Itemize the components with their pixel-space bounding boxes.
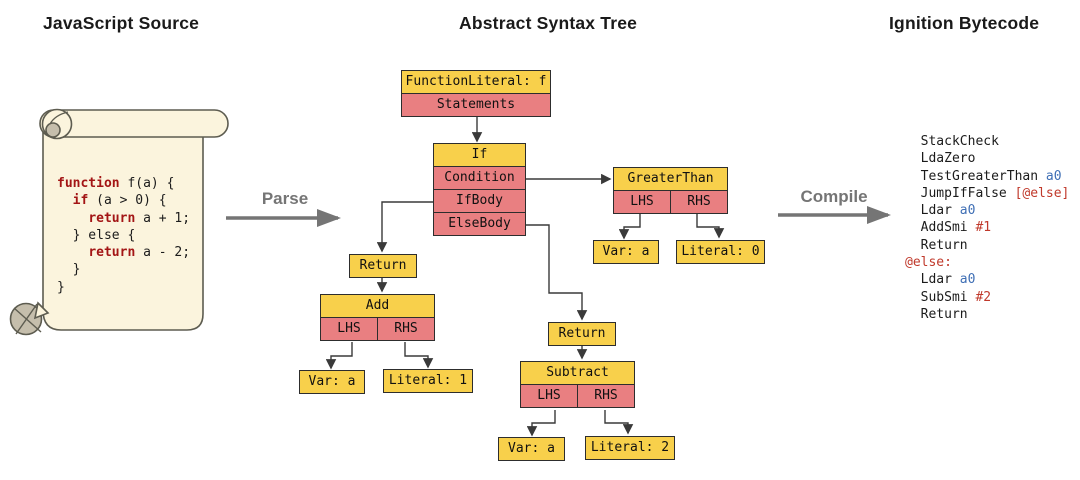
scroll-icon (9, 108, 229, 336)
ast-connectors (325, 115, 725, 437)
